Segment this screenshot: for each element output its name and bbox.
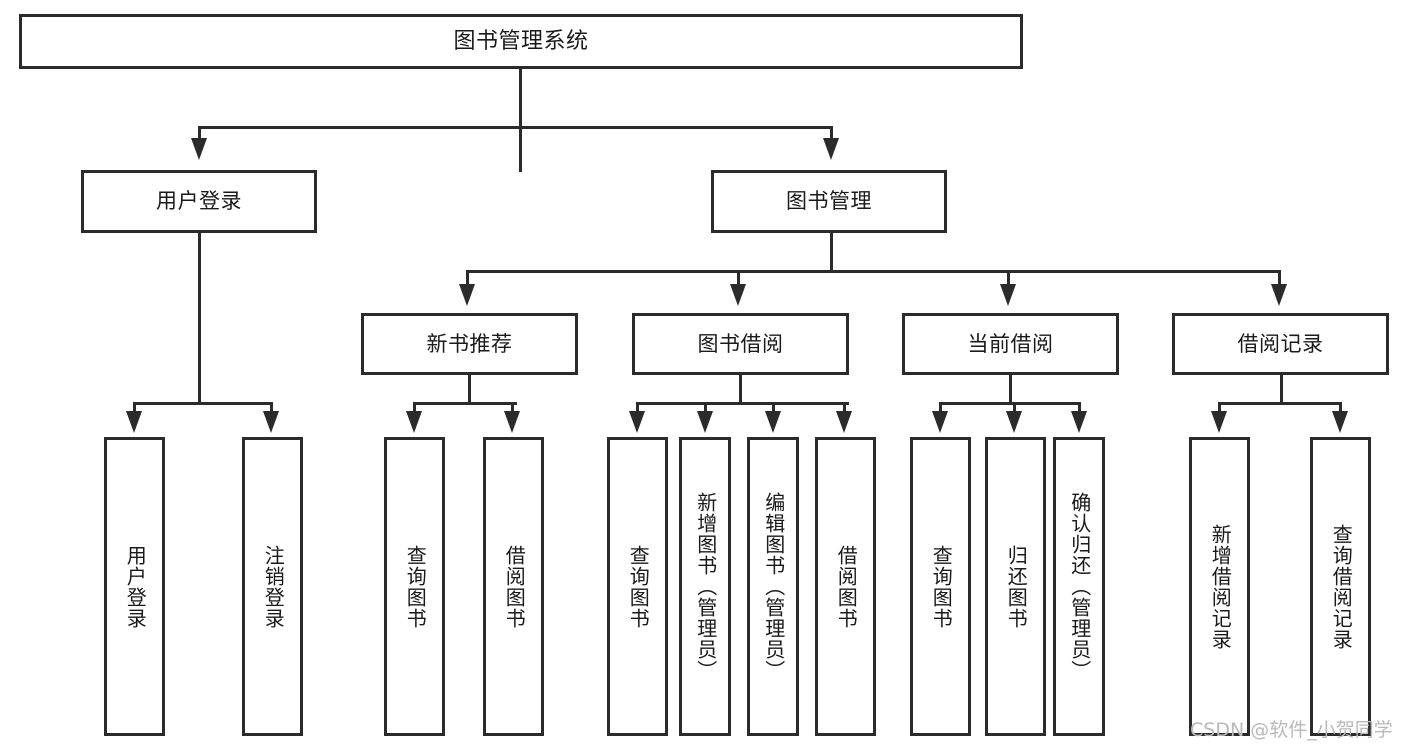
node-label: 图书管理 — [786, 189, 872, 214]
node-leaf-confirm-return-admin[interactable]: 确认归还（管理员） — [1053, 437, 1105, 736]
connector-root-stem — [519, 69, 522, 172]
node-label: 当前借阅 — [967, 331, 1054, 356]
connector-level3-bus — [466, 270, 1281, 273]
node-leaf-return-book[interactable]: 归还图书 — [985, 437, 1046, 736]
node-leaf-logout[interactable]: 注销登录 — [242, 437, 303, 736]
connector-drop-book-manage — [830, 126, 833, 140]
arrow-borrow-book-2 — [836, 411, 852, 433]
node-leaf-edit-book-admin[interactable]: 编辑图书（管理员） — [747, 437, 799, 736]
connector-user-login-bus — [133, 402, 273, 405]
connector-drop-query-book-3 — [939, 402, 942, 413]
arrow-leaf-logout — [263, 411, 279, 433]
connector-new-book-rec-bus — [413, 402, 517, 405]
connector-drop-user-login — [198, 126, 201, 140]
arrow-query-book-1 — [406, 411, 422, 433]
node-leaf-user-login[interactable]: 用户登录 — [104, 437, 165, 736]
connector-level2-bus — [198, 126, 833, 129]
node-label: 注销登录 — [261, 544, 286, 629]
node-new-book-recommend[interactable]: 新书推荐 — [361, 313, 578, 375]
arrow-add-record — [1211, 411, 1227, 433]
node-label: 借阅图书 — [834, 544, 859, 629]
node-book-manage[interactable]: 图书管理 — [711, 170, 947, 233]
node-label: 查询借阅记录 — [1329, 523, 1354, 650]
connector-borrow-record-stem — [1280, 375, 1283, 405]
connector-drop-return-book — [1013, 402, 1016, 413]
connector-drop-query-record — [1339, 402, 1342, 413]
node-borrow-record[interactable]: 借阅记录 — [1172, 313, 1389, 375]
arrow-add-book — [697, 411, 713, 433]
arrow-query-record — [1332, 411, 1348, 433]
arrow-book-borrow — [730, 284, 746, 306]
node-leaf-borrow-book-1[interactable]: 借阅图书 — [483, 437, 544, 736]
connector-drop-leaf-user-login — [133, 402, 136, 413]
node-leaf-borrow-book-2[interactable]: 借阅图书 — [815, 437, 876, 736]
node-label: 归还图书 — [1004, 544, 1029, 629]
node-label: 查询图书 — [929, 544, 954, 629]
arrow-user-login — [191, 138, 207, 160]
node-label: 新增图书（管理员） — [693, 492, 718, 681]
arrow-query-book-3 — [932, 411, 948, 433]
arrow-return-book — [1006, 411, 1022, 433]
connector-drop-add-record — [1218, 402, 1221, 413]
connector-drop-confirm-return — [1078, 402, 1081, 413]
node-root-system[interactable]: 图书管理系统 — [19, 14, 1023, 69]
node-label: 查询图书 — [403, 544, 428, 629]
connector-book-borrow-bus — [636, 402, 849, 405]
connector-drop-borrow-book-2 — [843, 402, 846, 413]
node-label: 借阅记录 — [1237, 331, 1324, 356]
connector-drop-new-book-rec — [466, 270, 469, 286]
node-label: 图书管理系统 — [453, 28, 589, 54]
node-leaf-query-book-2[interactable]: 查询图书 — [607, 437, 668, 736]
node-label: 编辑图书（管理员） — [761, 492, 786, 681]
node-current-borrow[interactable]: 当前借阅 — [902, 313, 1119, 375]
arrow-current-borrow — [1000, 284, 1016, 306]
node-leaf-query-book-1[interactable]: 查询图书 — [384, 437, 445, 736]
arrow-edit-book — [765, 411, 781, 433]
connector-user-login-stem — [198, 233, 201, 405]
node-user-login[interactable]: 用户登录 — [81, 170, 317, 233]
connector-book-manage-stem — [830, 233, 833, 273]
connector-new-book-rec-stem — [468, 375, 471, 405]
node-leaf-add-book-admin[interactable]: 新增图书（管理员） — [679, 437, 731, 736]
node-label: 新增借阅记录 — [1208, 523, 1233, 650]
arrow-book-manage — [823, 138, 839, 160]
node-book-borrow[interactable]: 图书借阅 — [632, 313, 849, 375]
node-leaf-query-book-3[interactable]: 查询图书 — [910, 437, 971, 736]
connector-drop-edit-book — [772, 402, 775, 413]
connector-drop-current-borrow — [1007, 270, 1010, 286]
node-label: 确认归还（管理员） — [1067, 492, 1092, 681]
arrow-confirm-return — [1071, 411, 1087, 433]
connector-current-borrow-bus — [939, 402, 1081, 405]
connector-borrow-record-bus — [1218, 402, 1342, 405]
arrow-borrow-record — [1271, 284, 1287, 306]
node-label: 借阅图书 — [502, 544, 527, 629]
connector-book-borrow-stem — [739, 375, 742, 405]
arrow-leaf-user-login — [126, 411, 142, 433]
connector-drop-query-book-2 — [636, 402, 639, 413]
arrow-borrow-book-1 — [504, 411, 520, 433]
connector-drop-add-book — [704, 402, 707, 413]
node-label: 图书借阅 — [697, 331, 784, 356]
node-label: 用户登录 — [123, 544, 148, 629]
arrow-new-book-rec — [459, 284, 475, 306]
connector-current-borrow-stem — [1009, 375, 1012, 405]
node-leaf-query-borrow-record[interactable]: 查询借阅记录 — [1310, 437, 1371, 736]
node-label: 新书推荐 — [426, 331, 513, 356]
connector-drop-borrow-book-1 — [511, 402, 514, 413]
connector-drop-borrow-record — [1278, 270, 1281, 286]
connector-drop-leaf-logout — [270, 402, 273, 413]
connector-drop-query-book-1 — [413, 402, 416, 413]
node-leaf-add-borrow-record[interactable]: 新增借阅记录 — [1189, 437, 1250, 736]
node-label: 用户登录 — [156, 189, 242, 214]
connector-drop-book-borrow — [737, 270, 740, 286]
arrow-query-book-2 — [629, 411, 645, 433]
node-label: 查询图书 — [626, 544, 651, 629]
